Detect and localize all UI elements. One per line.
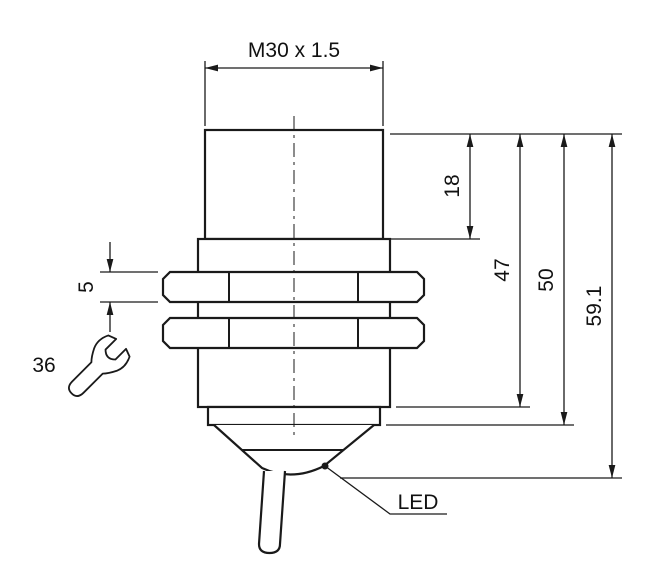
wrench-icon — [68, 334, 131, 397]
dimension-label-housing-to-collar: 50 — [535, 268, 558, 291]
led-callout: LED — [321, 462, 447, 515]
led-label: LED — [398, 491, 439, 514]
dimension-label-housing-length: 47 — [491, 258, 514, 281]
wrench-size-label: 36 — [32, 354, 55, 377]
cable — [257, 470, 287, 555]
dimension-label-overall-length: 59.1 — [583, 286, 606, 327]
dimension-label-nut-thickness: 5 — [75, 281, 98, 293]
thread-spec-label: M30 x 1.5 — [248, 39, 340, 62]
led-leader-line — [324, 465, 447, 515]
sensor-outline — [161, 116, 426, 555]
dimension-nut-thickness: 5 — [75, 242, 158, 332]
dimension-label-thread-length: 18 — [441, 174, 464, 197]
dimension-right-group: 18 47 50 59.1 — [340, 133, 622, 479]
wrench-size-callout: 36 — [32, 334, 131, 397]
dimension-thread-spec: M30 x 1.5 — [204, 39, 384, 126]
